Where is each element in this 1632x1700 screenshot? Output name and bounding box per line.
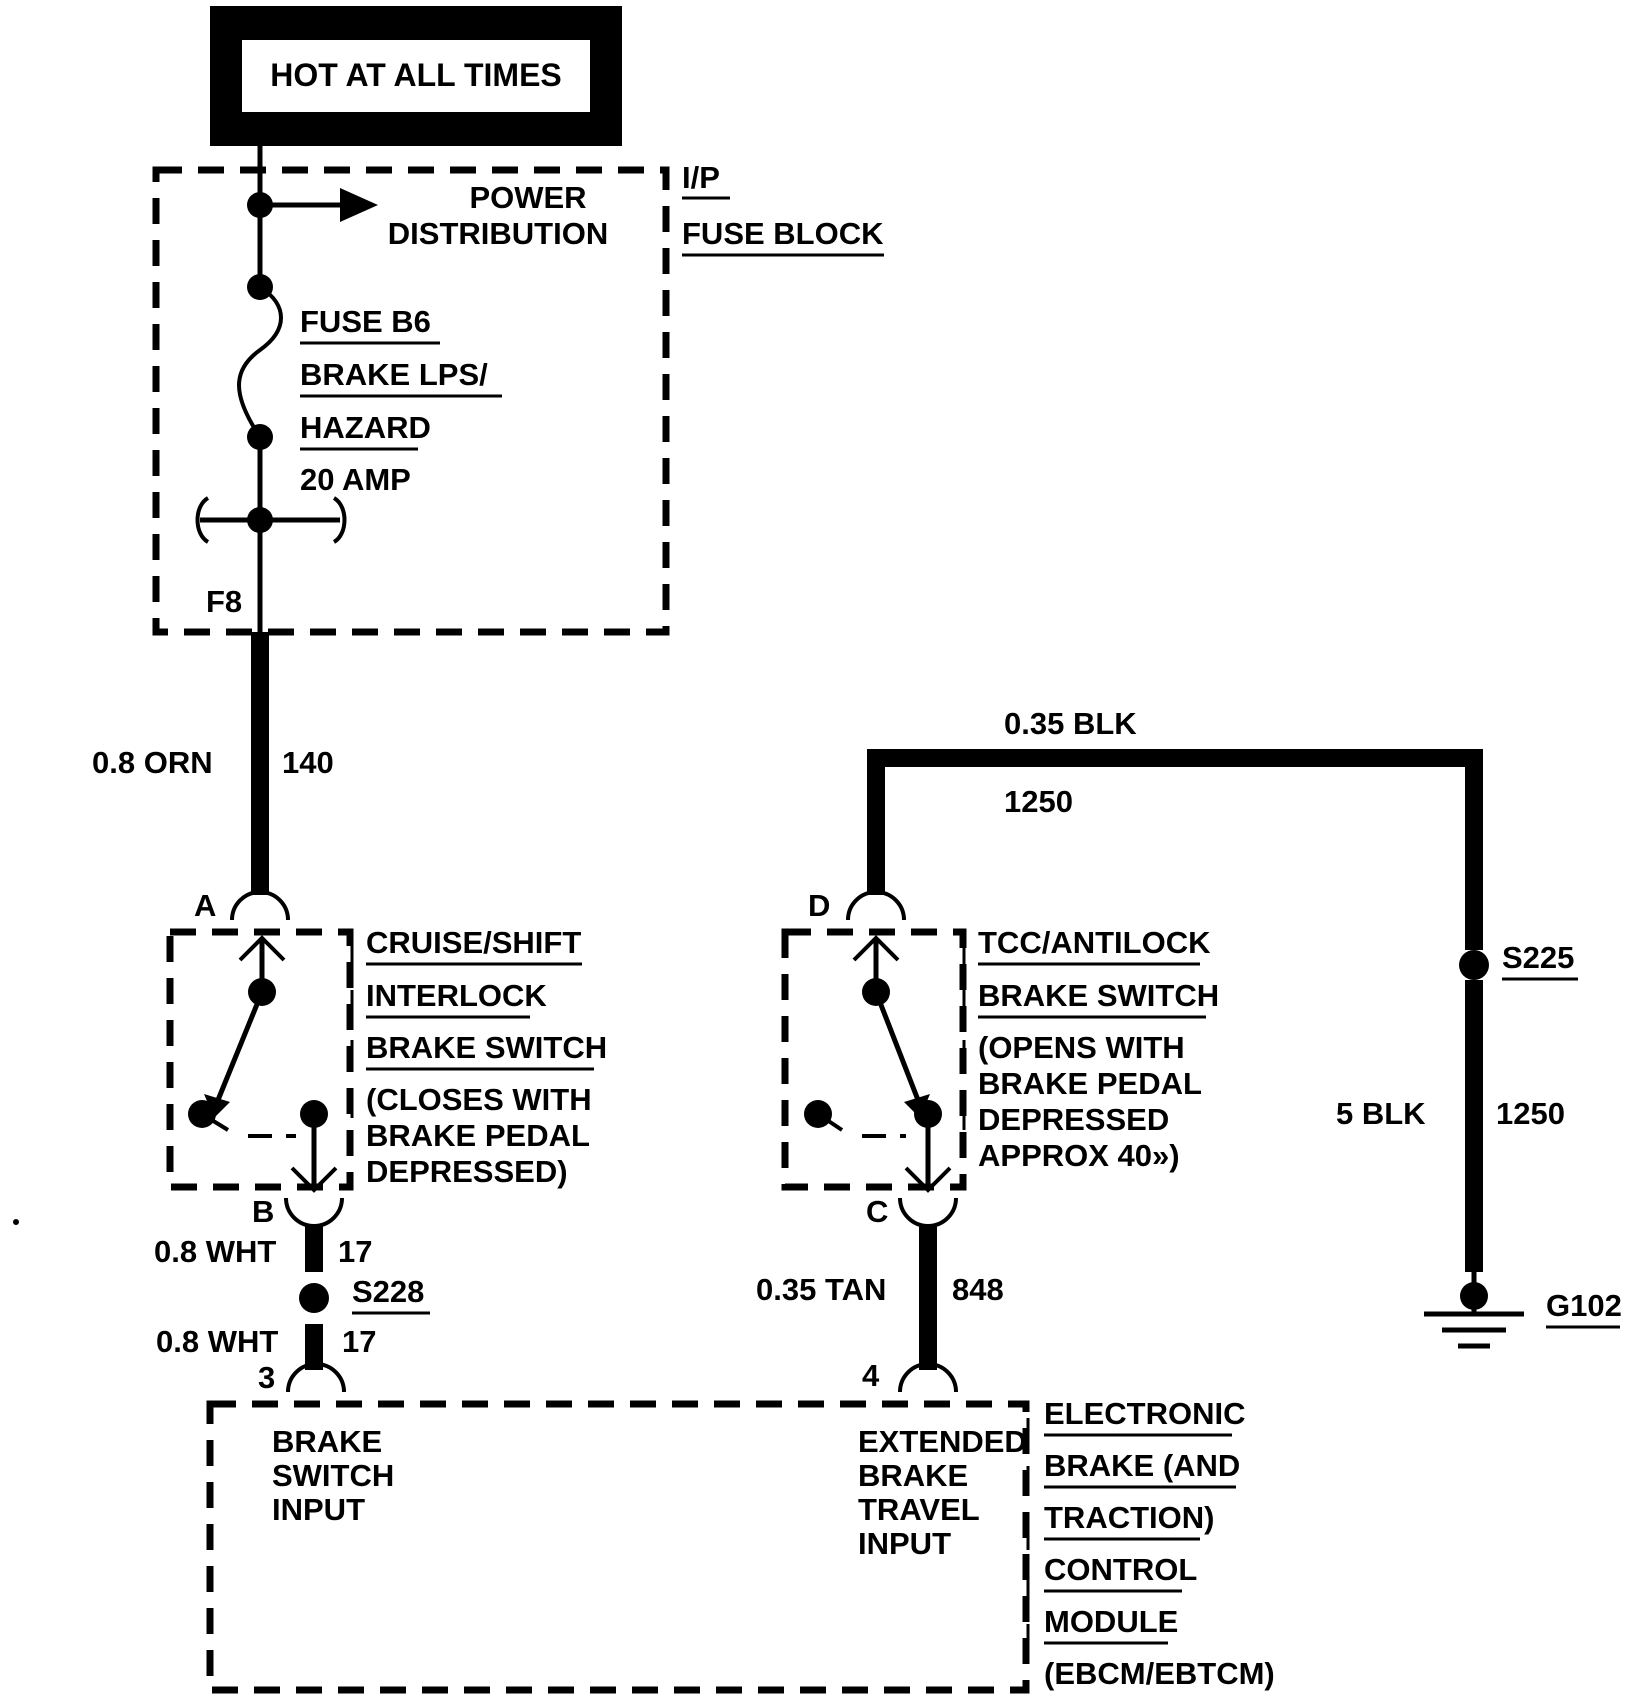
cruise-switch-contact-stub — [200, 1112, 230, 1132]
module-label-line3: TRACTION) — [1044, 1500, 1214, 1535]
bus-bar-right-break — [332, 496, 347, 544]
wire-140-circuit: 140 — [282, 745, 334, 780]
module-label-line4: CONTROL — [1044, 1552, 1197, 1587]
cruise-switch-blade — [215, 991, 265, 1101]
cruise-switch-note-line2: BRAKE PEDAL — [366, 1118, 590, 1153]
tcc-switch-note-line1: (OPENS WITH — [978, 1030, 1185, 1065]
fuse-label-line1: FUSE B6 — [300, 304, 431, 339]
cruise-switch-pin-b: B — [252, 1194, 274, 1229]
bus-bar-left-break — [195, 496, 210, 544]
cruise-switch-outline — [166, 928, 354, 1191]
wire-1250-top-gauge: 0.35 BLK — [1004, 706, 1137, 741]
hot-at-all-times-label: HOT AT ALL TIMES — [270, 57, 562, 93]
module-pin-3-connector — [286, 1362, 346, 1393]
cruise-switch-blade-arrow-icon — [204, 1094, 230, 1118]
wire-17-lower-circuit: 17 — [342, 1324, 376, 1359]
splice-s228-label: S228 — [352, 1274, 424, 1309]
tcc-switch-note-line4: APPROX 40») — [978, 1138, 1180, 1173]
module-pin-3-label-line1: BRAKE — [272, 1424, 382, 1459]
tcc-switch-label-line1: TCC/ANTILOCK — [978, 925, 1211, 960]
wire-1250-top — [867, 749, 1483, 930]
module-pin-3-label-line3: INPUT — [272, 1492, 365, 1527]
cruise-switch-connector-b — [284, 1197, 344, 1228]
fuse-label-line3: HAZARD — [300, 410, 431, 445]
module-pin-4-label-line2: BRAKE — [858, 1458, 968, 1493]
power-distribution-line1: POWER — [469, 180, 586, 215]
module-label-line6: (EBCM/EBTCM) — [1044, 1656, 1275, 1691]
wire-140-gauge: 0.8 ORN — [92, 745, 213, 780]
module-pin-4-label-line3: TRAVEL — [858, 1492, 980, 1527]
module-label-line1: ELECTRONIC — [1044, 1396, 1246, 1431]
tcc-switch-connector-c — [898, 1197, 958, 1228]
fuse-block-name-line2: FUSE BLOCK — [682, 216, 884, 251]
splice-s228 — [299, 1283, 329, 1313]
module-pin-4-label-line4: INPUT — [858, 1526, 951, 1561]
cruise-switch-bottom-arrow-icon — [290, 1166, 338, 1193]
wire-17-lower-gauge: 0.8 WHT — [156, 1324, 278, 1359]
module-pin-4-label-line1: EXTENDED — [858, 1424, 1027, 1459]
module-pin-4-connector — [898, 1362, 958, 1393]
fuse-block-name-line1: I/P — [682, 160, 720, 195]
wire-848-gauge: 0.35 TAN — [756, 1272, 886, 1307]
tcc-switch-note-line2: BRAKE PEDAL — [978, 1066, 1202, 1101]
tcc-switch-bottom-arrow-icon — [904, 1166, 952, 1193]
splice-s225 — [1459, 950, 1489, 980]
cruise-switch-pin-a: A — [194, 888, 216, 923]
cruise-switch-note-line1: (CLOSES WITH — [366, 1082, 592, 1117]
module-pin-4: 4 — [862, 1358, 880, 1393]
tcc-switch-label-line2: BRAKE SWITCH — [978, 978, 1219, 1013]
cruise-switch-label-line1: CRUISE/SHIFT — [366, 925, 581, 960]
wire-1250-right-gauge: 5 BLK — [1336, 1096, 1426, 1131]
ground-icon — [1424, 1311, 1524, 1349]
wire-1250-right-circuit: 1250 — [1496, 1096, 1565, 1131]
fuse-block-outline — [152, 166, 670, 636]
cruise-switch-label-line2: INTERLOCK — [366, 978, 547, 1013]
fuse-block-terminal-f8: F8 — [206, 584, 242, 619]
wire-1250-top-circuit: 1250 — [1004, 784, 1073, 819]
cruise-switch-connector-a — [230, 890, 290, 921]
cruise-switch-label-line3: BRAKE SWITCH — [366, 1030, 607, 1065]
wire-17-upper-circuit: 17 — [338, 1234, 372, 1269]
cruise-switch-note-line3: DEPRESSED) — [366, 1154, 568, 1189]
module-label-line5: MODULE — [1044, 1604, 1178, 1639]
module-label-line2: BRAKE (AND — [1044, 1448, 1240, 1483]
module-pin-3-label-line2: SWITCH — [272, 1458, 394, 1493]
hot-at-all-times-box: HOT AT ALL TIMES — [210, 6, 622, 146]
wire-848-circuit: 848 — [952, 1272, 1004, 1307]
power-distribution-line2: DISTRIBUTION — [388, 216, 608, 251]
tcc-switch-pin-c: C — [866, 1194, 888, 1229]
ground-g102-label: G102 — [1546, 1288, 1622, 1323]
module-outline — [206, 1400, 1030, 1694]
tcc-switch-connector-d — [846, 890, 906, 921]
module-pin-3: 3 — [258, 1360, 275, 1395]
power-distribution-arrow-icon — [340, 188, 378, 222]
splice-s225-label: S225 — [1502, 940, 1574, 975]
cruise-switch-top-arrow-icon — [238, 935, 286, 962]
fuse-icon — [237, 285, 283, 439]
wire-17-upper-gauge: 0.8 WHT — [154, 1234, 276, 1269]
tcc-switch-pin-d: D — [808, 888, 830, 923]
tcc-switch-blade — [873, 991, 921, 1101]
scan-speck — [13, 1219, 19, 1225]
fuse-label-line4: 20 AMP — [300, 462, 411, 497]
fuse-label-line2: BRAKE LPS/ — [300, 357, 488, 392]
tcc-switch-contact-stub — [816, 1112, 844, 1132]
tcc-switch-note-line3: DEPRESSED — [978, 1102, 1169, 1137]
tcc-switch-top-arrow-icon — [852, 935, 900, 962]
